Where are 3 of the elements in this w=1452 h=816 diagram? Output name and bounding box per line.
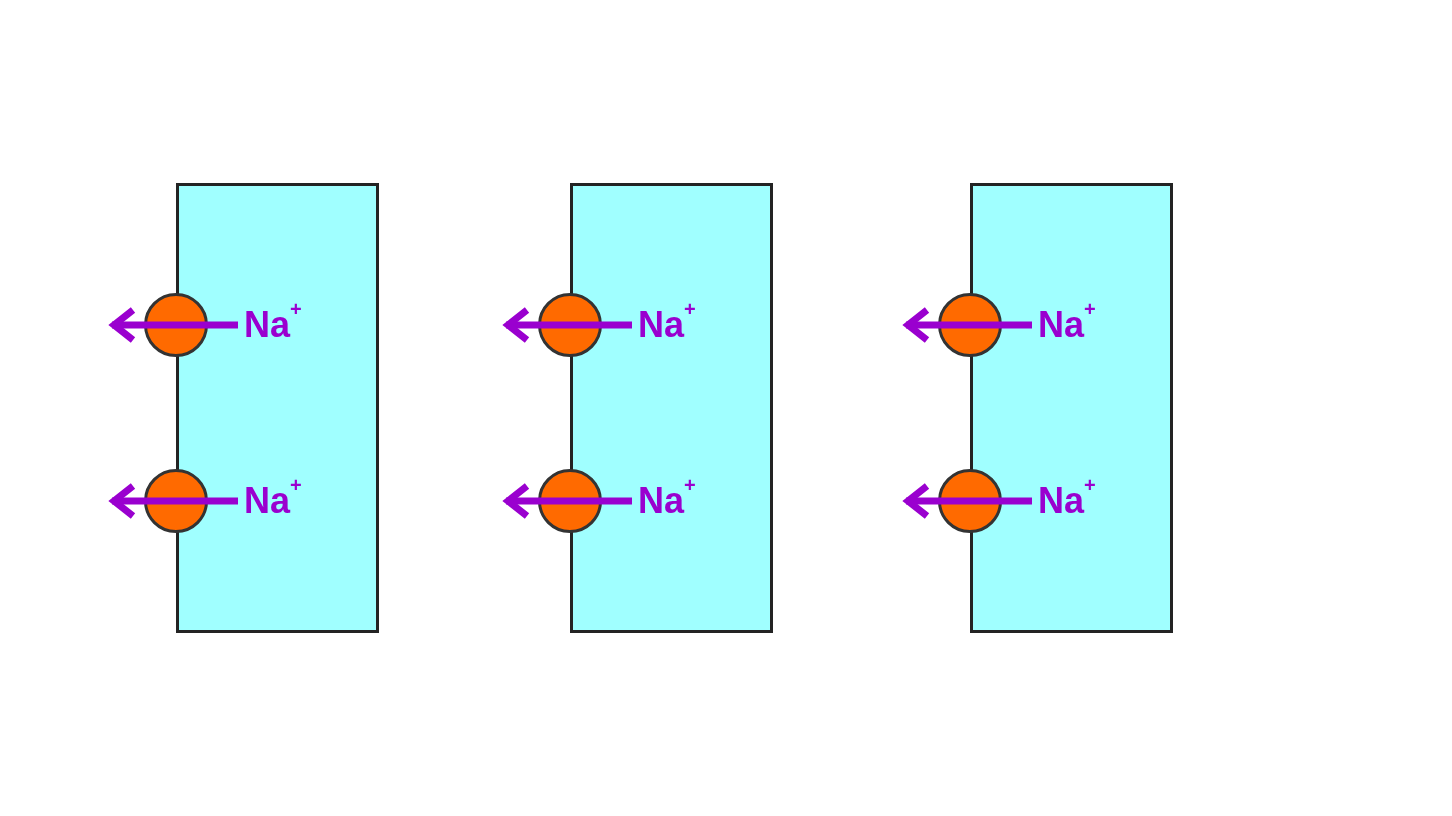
cell-panel (570, 183, 773, 633)
cell-panel (970, 183, 1173, 633)
cell-panel (176, 183, 379, 633)
